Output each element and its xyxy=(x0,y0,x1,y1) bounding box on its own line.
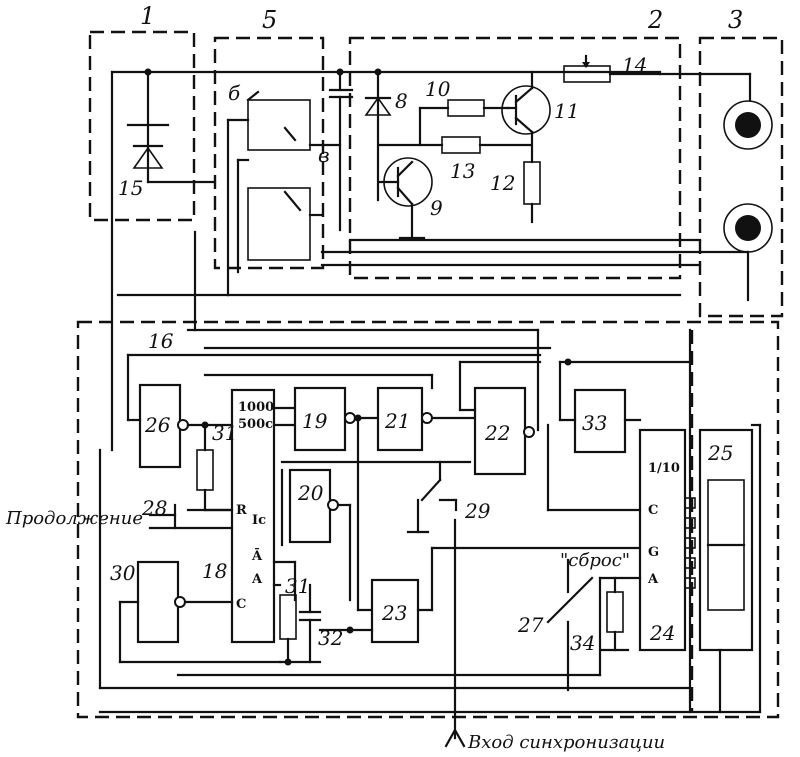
label-part-14: 14 xyxy=(622,53,647,77)
label-part-9: 9 xyxy=(430,196,443,220)
pin-C-24: C xyxy=(648,503,658,518)
capacitor-7 xyxy=(330,69,352,231)
pin-R: R xyxy=(236,503,247,518)
pin-C: C xyxy=(236,597,246,612)
label-block-3: 3 xyxy=(728,6,743,34)
pin-1000: 1000 xyxy=(238,400,274,415)
label-part-15: 15 xyxy=(118,176,143,200)
label-part-10: 10 xyxy=(425,77,451,101)
label-block-21: 21 xyxy=(384,409,410,433)
transistor-11 xyxy=(502,72,550,162)
resistor-12 xyxy=(524,162,540,222)
label-part-8: 8 xyxy=(395,89,408,113)
label-block-30: 30 xyxy=(110,561,136,585)
diode-8 xyxy=(366,69,390,201)
label-part-34: 34 xyxy=(570,631,595,655)
transistor-9 xyxy=(380,158,432,238)
label-part-11: 11 xyxy=(554,99,579,123)
label-part-31a: 31 xyxy=(212,421,237,445)
label-block-2: 2 xyxy=(647,6,663,34)
label-block-22: 22 xyxy=(484,421,510,445)
inverter-20 xyxy=(328,500,338,510)
pin-divider: 1/10 xyxy=(648,461,680,476)
switch-29 xyxy=(408,462,456,532)
block-30 xyxy=(138,562,178,642)
caption-sync-input: Вход синхронизации xyxy=(467,732,665,753)
pin-A-bar: Ā xyxy=(251,548,263,564)
pin-A-24: A xyxy=(647,572,659,587)
socket-top xyxy=(724,101,772,149)
reset-switch-27 xyxy=(548,560,592,690)
label-part-27: 27 xyxy=(517,613,544,637)
inverter-21 xyxy=(422,413,432,423)
inverter-26 xyxy=(178,420,188,430)
resistor-31b xyxy=(280,595,296,639)
resistor-13 xyxy=(380,137,530,153)
label-block-18: 18 xyxy=(202,559,227,583)
pin-G-24: G xyxy=(648,545,659,560)
resistor-31a xyxy=(197,450,213,490)
label-part-6: б xyxy=(228,81,241,105)
inverter-30 xyxy=(175,597,185,607)
label-block-33: 33 xyxy=(582,411,607,435)
inverter-19 xyxy=(345,413,355,423)
label-part-28: 28 xyxy=(141,496,167,520)
label-block-20: 20 xyxy=(297,481,324,505)
label-part-12: 12 xyxy=(490,171,515,195)
module-3-frame xyxy=(700,38,782,316)
caption-reset: "сброс" xyxy=(560,550,630,571)
diode-15 xyxy=(128,69,215,183)
label-block-5: 5 xyxy=(262,6,277,34)
label-part-32: 32 xyxy=(318,626,343,650)
label-part-13: 13 xyxy=(450,159,475,183)
capacitor-32 xyxy=(300,585,372,662)
label-block-26: 26 xyxy=(144,413,171,437)
resistor-34 xyxy=(602,578,628,650)
pin-Ic: Ic xyxy=(252,513,266,528)
label-part-7: в xyxy=(318,143,330,167)
caption-continue: Продолжение xyxy=(5,508,143,529)
pin-500c: 500с xyxy=(238,417,273,432)
inverter-22 xyxy=(524,427,534,437)
resistor-10 xyxy=(420,100,508,145)
label-block-19: 19 xyxy=(302,409,328,433)
label-block-23: 23 xyxy=(381,601,407,625)
label-block-16: 16 xyxy=(148,329,174,353)
label-block-1: 1 xyxy=(140,2,155,30)
label-part-31b: 31 xyxy=(285,574,310,598)
label-part-29: 29 xyxy=(464,499,491,523)
label-block-24: 24 xyxy=(649,621,675,645)
pin-A: A xyxy=(251,572,263,587)
label-block-25: 25 xyxy=(707,441,733,465)
